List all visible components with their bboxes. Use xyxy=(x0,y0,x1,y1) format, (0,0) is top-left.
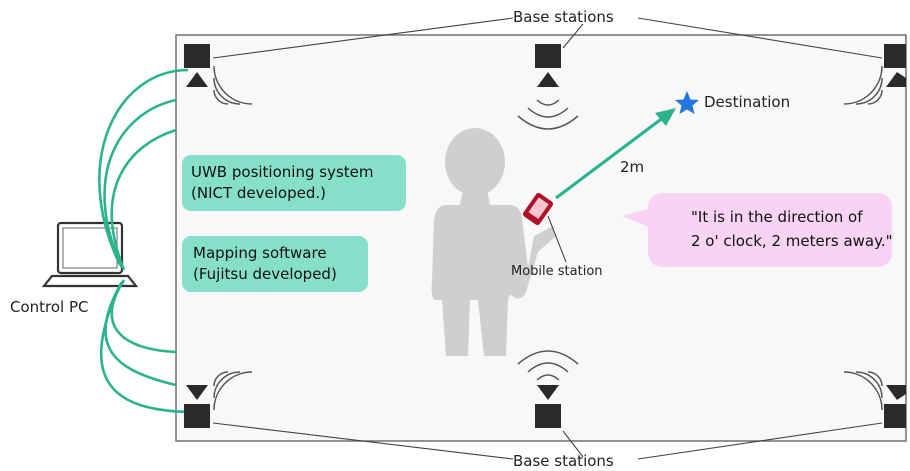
mapping-software-title: Mapping software xyxy=(193,244,327,262)
direction-arrow xyxy=(555,108,676,200)
base-station-bottom-middle xyxy=(535,385,561,428)
mobile-station-device xyxy=(522,192,567,263)
base-station-bottom-right xyxy=(884,385,906,428)
mobile-station-label: Mobile station xyxy=(511,264,603,279)
destination-label: Destination xyxy=(704,93,791,111)
mapping-software-developer: (Fujitsu developed) xyxy=(193,265,337,283)
voice-guidance-line2: 2 o' clock, 2 meters away." xyxy=(691,232,893,250)
distance-label: 2m xyxy=(620,158,645,176)
base-station-top-right xyxy=(884,44,906,87)
base-station-top-middle xyxy=(535,44,561,87)
base-stations-top-label: Base stations xyxy=(513,8,614,26)
base-station-top-left xyxy=(184,44,210,87)
destination-star-icon xyxy=(675,91,699,114)
base-station-leader-lines xyxy=(212,17,883,460)
voice-guidance-line1: "It is in the direction of xyxy=(691,208,863,226)
base-station-bottom-left xyxy=(184,385,210,428)
base-stations-bottom-label: Base stations xyxy=(513,452,614,470)
laptop-icon xyxy=(41,221,139,288)
mobile-station-leader-line xyxy=(547,215,567,263)
signal-waves xyxy=(213,65,883,411)
uwb-system-developer: (NICT developed.) xyxy=(191,184,326,202)
person-silhouette xyxy=(431,128,556,356)
speech-tail xyxy=(622,209,648,227)
cables xyxy=(98,68,189,414)
voice-guidance-bubble: "It is in the direction of 2 o' clock, 2… xyxy=(648,193,893,267)
uwb-system-title: UWB positioning system xyxy=(191,163,374,181)
mapping-software-box: Mapping software (Fujitsu developed) xyxy=(182,236,368,292)
control-pc-label: Control PC xyxy=(10,298,89,316)
uwb-system-box: UWB positioning system (NICT developed.) xyxy=(182,155,406,211)
